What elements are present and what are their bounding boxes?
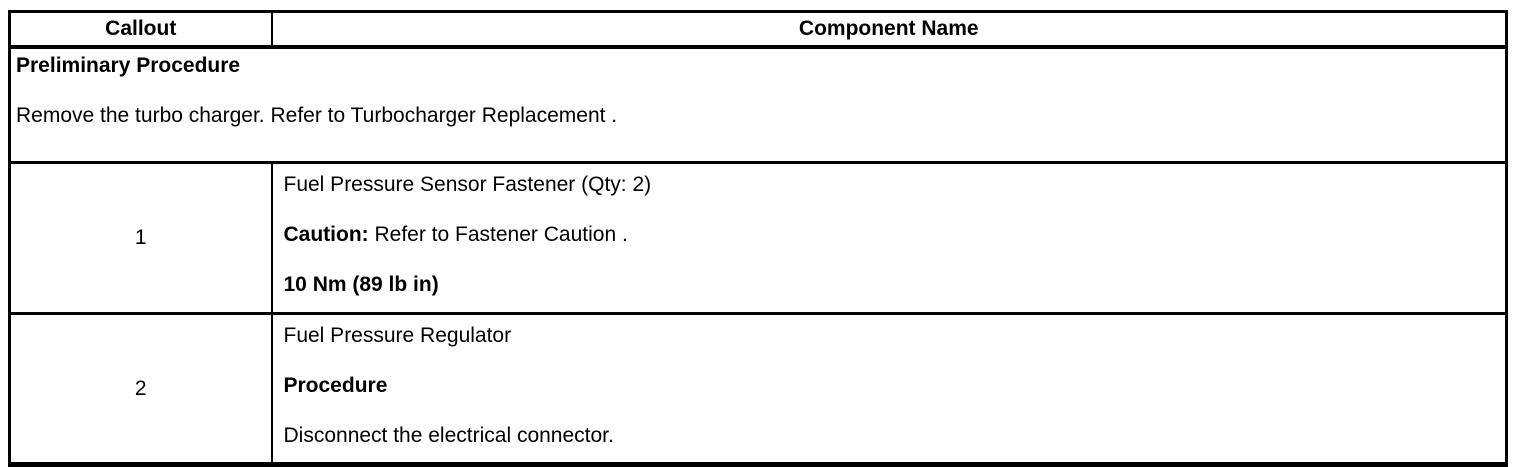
callout-number: 2 <box>8 312 273 465</box>
preliminary-procedure-cell: Preliminary Procedure Remove the turbo c… <box>8 47 1508 163</box>
callout-number: 1 <box>8 161 273 314</box>
table-row: 1 Fuel Pressure Sensor Fastener (Qty: 2)… <box>8 161 1508 314</box>
caution-note: Caution: Refer to Fastener Caution . <box>284 223 1494 247</box>
table-header-row: Callout Component Name <box>8 11 1508 49</box>
component-name-column-header: Component Name <box>270 11 1508 49</box>
component-name-text: Fuel Pressure Sensor Fastener (Qty: 2) <box>283 173 652 196</box>
component-description-cell: Fuel Pressure Sensor Fastener (Qty: 2) C… <box>270 161 1508 314</box>
preliminary-procedure-title: Preliminary Procedure <box>16 54 241 77</box>
component-description-cell: Fuel Pressure Regulator Procedure Discon… <box>270 312 1508 465</box>
component-name-text: Fuel Pressure Regulator <box>283 324 512 347</box>
component-callout-table: Callout Component Name Preliminary Proce… <box>8 10 1508 467</box>
torque-spec: 10 Nm (89 lb in) <box>283 273 439 296</box>
procedure-instruction: Disconnect the electrical connector. <box>283 424 614 447</box>
preliminary-procedure-body: Remove the turbo charger. Refer to Turbo… <box>16 104 618 127</box>
preliminary-procedure-row: Preliminary Procedure Remove the turbo c… <box>8 47 1508 163</box>
table-row: 2 Fuel Pressure Regulator Procedure Disc… <box>8 312 1508 465</box>
caution-label: Caution: <box>283 223 369 246</box>
procedure-label: Procedure <box>283 374 388 397</box>
callout-column-header: Callout <box>8 11 273 49</box>
caution-text: Refer to Fastener Caution . <box>374 223 628 246</box>
